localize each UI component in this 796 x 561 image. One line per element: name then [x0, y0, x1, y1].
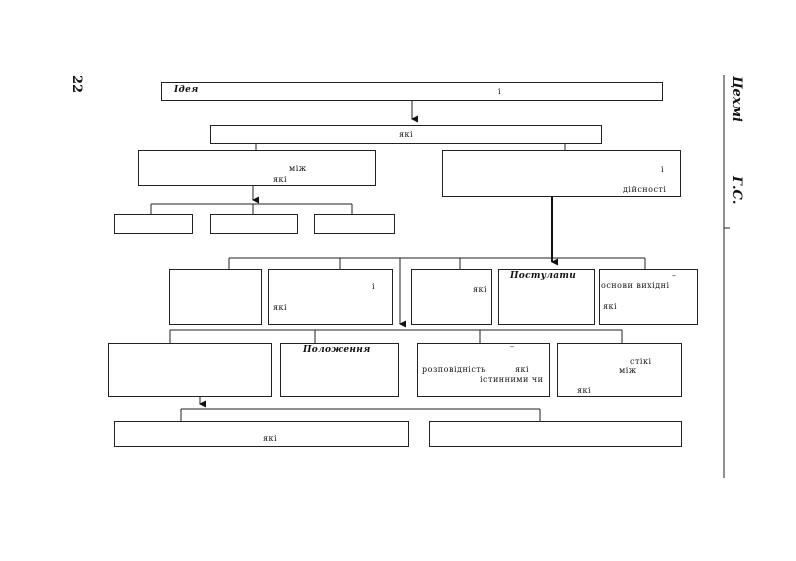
row4-box-3-t3: які — [515, 365, 530, 374]
page-number: 22 — [69, 75, 84, 94]
row4-box-3-t1: – — [510, 342, 515, 351]
row4-box-3-t2: розповідність — [422, 365, 487, 374]
box-right-mid-t1: і — [661, 165, 665, 174]
box-left-mid-t1: між — [289, 164, 307, 173]
box-idea-title: Ідея — [174, 85, 199, 95]
row5-box-1-t1: які — [263, 434, 278, 443]
small-box-3 — [314, 214, 395, 234]
row3-box-5-t1: – — [672, 271, 677, 280]
box-right-mid: і дійсності — [442, 150, 681, 197]
small-box-1 — [114, 214, 193, 234]
row3-box-5-t3: які — [603, 302, 618, 311]
row3-box-2-t1: і — [372, 282, 376, 291]
box-idea-text: і — [498, 87, 502, 96]
row3-box-2: і які — [268, 269, 393, 325]
row3-box-5-t2: основи вихідні — [601, 281, 670, 290]
box-second-text: які — [399, 130, 414, 139]
row5-box-2 — [429, 421, 682, 447]
row3-box-3: які — [411, 269, 492, 325]
row5-box-1: які — [114, 421, 409, 447]
box-second: які — [210, 125, 602, 144]
box-left-mid-t2: які — [273, 175, 288, 184]
row4-box-1 — [108, 343, 272, 397]
row4-box-4: стікі між які — [557, 343, 682, 397]
small-box-2 — [210, 214, 298, 234]
row4-box-positions: Положення — [280, 343, 399, 397]
box-idea: Ідея і — [161, 82, 663, 101]
row3-box-5: – основи вихідні які — [599, 269, 698, 325]
side-author: Цехмі — [729, 76, 744, 122]
side-initials: Г.С. — [729, 176, 744, 205]
box-right-mid-t2: дійсності — [623, 185, 667, 194]
box-left-mid: між які — [138, 150, 376, 186]
row4-box-3: – розповідність які істинними чи — [417, 342, 550, 397]
row4-box-4-t1: стікі — [630, 357, 652, 366]
row3-box-2-t2: які — [273, 303, 288, 312]
row3-box-postulates: Постулати — [498, 269, 595, 325]
row4-box-3-t4: істинними чи — [480, 375, 544, 384]
row4-box-positions-title: Положення — [303, 345, 371, 355]
row4-box-4-t3: які — [577, 386, 592, 395]
row3-box-3-t1: які — [473, 285, 488, 294]
row3-box-1 — [169, 269, 262, 325]
row3-box-postulates-title: Постулати — [510, 271, 577, 281]
row4-box-4-t2: між — [619, 366, 637, 375]
